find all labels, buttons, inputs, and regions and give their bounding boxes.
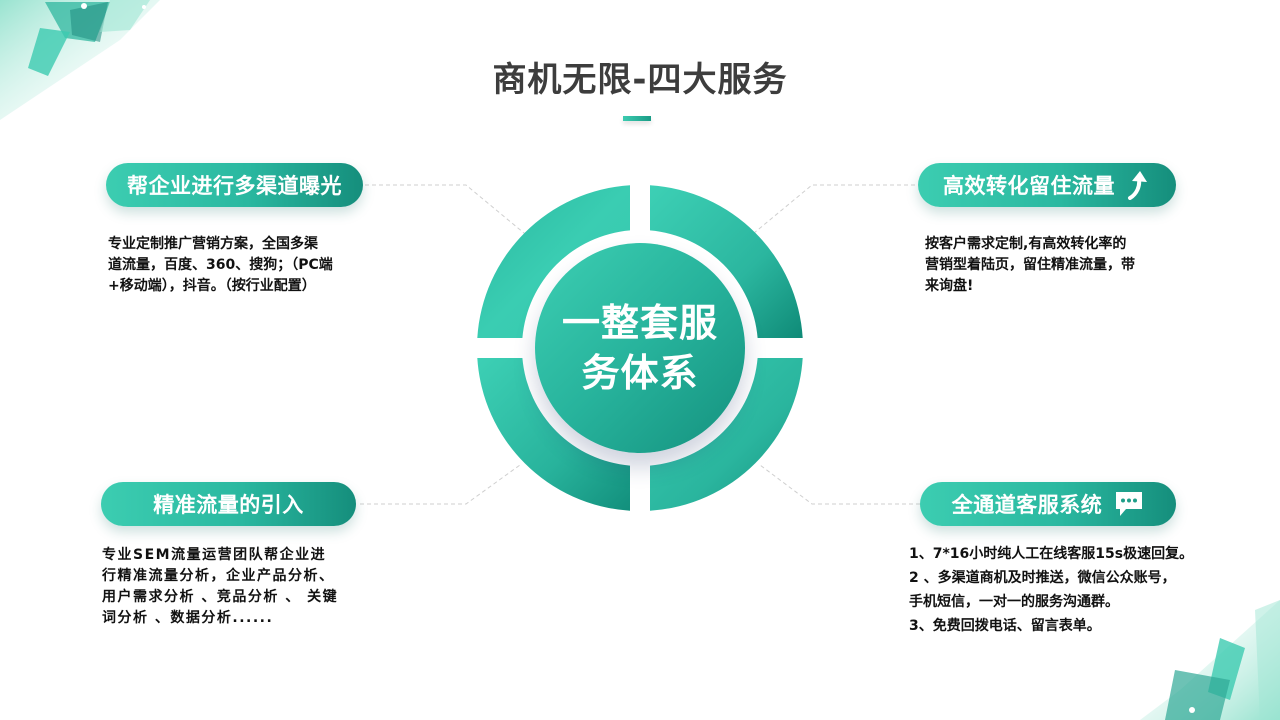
service-desc-conversion-retention: 按客户需求定制,有高效转化率的 营销型着陆页，留住精准流量，带 来询盘! — [925, 234, 1135, 297]
service-desc-omnichannel-support: 1、7*16小时纯人工在线客服15s极速回复。 2 、多渠道商机及时推送，微信公… — [909, 542, 1193, 638]
desc-line: 营销型着陆页，留住精准流量，带 — [925, 257, 1135, 273]
desc-line: 行精准流量分析，企业产品分析、 — [102, 568, 335, 584]
center-title-line-2: 务体系 — [581, 351, 699, 395]
service-pill-precise-traffic: 精准流量的引入 — [101, 482, 356, 526]
service-label: 帮企业进行多渠道曝光 — [127, 174, 342, 198]
desc-line: 词分析 、数据分析...... — [102, 610, 274, 626]
service-pill-multichannel-exposure: 帮企业进行多渠道曝光 — [106, 163, 363, 207]
service-desc-multichannel-exposure: 专业定制推广营销方案，全国多渠 道流量，百度、360、搜狗；（PC端 +移动端）… — [108, 234, 333, 297]
desc-line: +移动端），抖音。（按行业配置） — [108, 278, 316, 294]
desc-line: 专业SEM流量运营团队帮企业进 — [102, 547, 327, 563]
desc-line: 1、7*16小时纯人工在线客服15s极速回复。 — [909, 546, 1194, 562]
desc-line: 专业定制推广营销方案，全国多渠 — [108, 236, 318, 252]
page-title: 商机无限-四大服务 — [492, 60, 788, 100]
service-label: 高效转化留住流量 — [943, 174, 1115, 198]
curved-up-arrow-icon — [1127, 170, 1151, 200]
service-label: 精准流量的引入 — [153, 493, 304, 517]
center-circle: 一整套服 务体系 — [535, 243, 745, 453]
service-pill-conversion-retention: 高效转化留住流量 — [918, 163, 1176, 207]
service-desc-precise-traffic: 专业SEM流量运营团队帮企业进 行精准流量分析，企业产品分析、 用户需求分析 、… — [102, 545, 338, 629]
desc-line: 按客户需求定制,有高效转化率的 — [925, 236, 1127, 252]
desc-line: 手机短信，一对一的服务沟通群。 — [909, 594, 1119, 610]
desc-line: 来询盘! — [925, 278, 974, 294]
desc-line: 2 、多渠道商机及时推送，微信公众账号， — [909, 570, 1176, 586]
chat-bubble-icon — [1114, 490, 1144, 518]
desc-line: 用户需求分析 、竞品分析 、 关键 — [102, 589, 339, 605]
service-label: 全通道客服系统 — [951, 493, 1103, 517]
title-underline — [623, 116, 651, 121]
service-pill-omnichannel-support: 全通道客服系统 — [920, 482, 1176, 526]
desc-line: 3、免费回拨电话、留言表单。 — [909, 618, 1101, 634]
center-title-line-1: 一整套服 — [561, 301, 718, 345]
desc-line: 道流量，百度、360、搜狗；（PC端 — [108, 257, 333, 273]
